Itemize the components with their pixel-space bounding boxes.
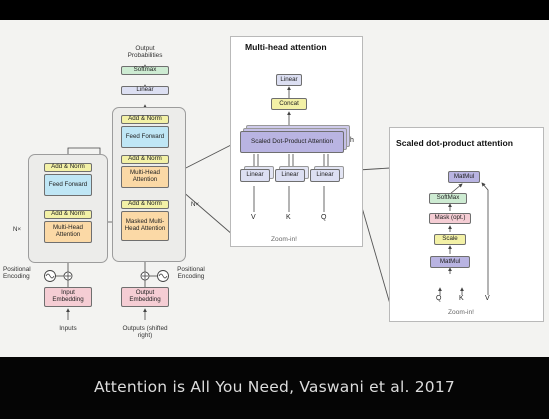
multihead-sdpa: Scaled Dot-Product Attention	[240, 131, 344, 153]
scaled-softmax: SoftMax	[429, 193, 467, 204]
multihead-title: Multi-head attention	[245, 42, 327, 52]
scaled-mask: Mask (opt.)	[429, 213, 471, 224]
scaled-matmul-top: MatMul	[448, 171, 480, 183]
encoder-nx-label: N×	[12, 226, 22, 233]
encoder-add-norm-bottom: Add & Norm	[44, 210, 92, 219]
multihead-v-label: V	[251, 214, 256, 221]
scaled-zoom-label: Zoom-in!	[448, 309, 475, 316]
scaled-k-label: K	[459, 295, 464, 302]
output-embedding: Output Embedding	[121, 287, 169, 307]
outputs-label: Outputs (shifted right)	[122, 325, 168, 340]
multihead-linear-top: Linear	[276, 74, 302, 86]
output-probabilities-label: Output Probabilities	[127, 45, 163, 60]
scaled-title: Scaled dot-product attention	[396, 138, 513, 148]
inputs-label: Inputs	[59, 325, 77, 332]
multihead-concat: Concat	[271, 98, 307, 110]
decoder-nx-label: N×	[190, 201, 200, 208]
scaled-scale: Scale	[434, 234, 466, 245]
multihead-h-label: h	[350, 137, 354, 144]
decoder-add-norm-3: Add & Norm	[121, 200, 169, 209]
encoder-feed-forward: Feed Forward	[44, 174, 92, 196]
multihead-q-label: Q	[321, 214, 327, 221]
scaled-q-label: Q	[436, 295, 442, 302]
decoder-softmax: Softmax	[121, 66, 169, 75]
linear-v: Linear	[240, 169, 270, 182]
scaled-v-label: V	[485, 295, 490, 302]
decoder-positional-encoding-label: Positional Encoding	[177, 266, 205, 281]
top-bar	[0, 0, 549, 20]
scaled-arrows	[438, 182, 489, 295]
multihead-zoom-label: Zoom-in!	[271, 236, 298, 243]
scaled-matmul-bottom: MatMul	[430, 256, 470, 268]
decoder-add-norm-2: Add & Norm	[121, 155, 169, 164]
decoder-masked-multi-head-attention: Masked Multi-Head Attention	[121, 211, 169, 241]
encoder-multi-head-attention: Multi-Head Attention	[44, 221, 92, 243]
input-embedding: Input Embedding	[44, 287, 92, 307]
decoder-add-norm-1: Add & Norm	[121, 115, 169, 124]
decoder-multi-head-attention: Multi-Head Attention	[121, 166, 169, 188]
scaled-panel	[389, 127, 544, 322]
linear-k: Linear	[275, 169, 305, 182]
decoder-linear: Linear	[121, 86, 169, 95]
linear-q: Linear	[310, 169, 340, 182]
slide-caption: Attention is All You Need, Vaswani et al…	[0, 357, 549, 419]
multihead-k-label: K	[286, 214, 291, 221]
decoder-feed-forward: Feed Forward	[121, 126, 169, 148]
slide: Add & Norm Feed Forward Add & Norm Multi…	[0, 20, 549, 357]
encoder-add-norm-top: Add & Norm	[44, 163, 92, 172]
encoder-positional-encoding-label: Positional Encoding	[3, 266, 31, 281]
encoder-stack	[28, 154, 108, 263]
